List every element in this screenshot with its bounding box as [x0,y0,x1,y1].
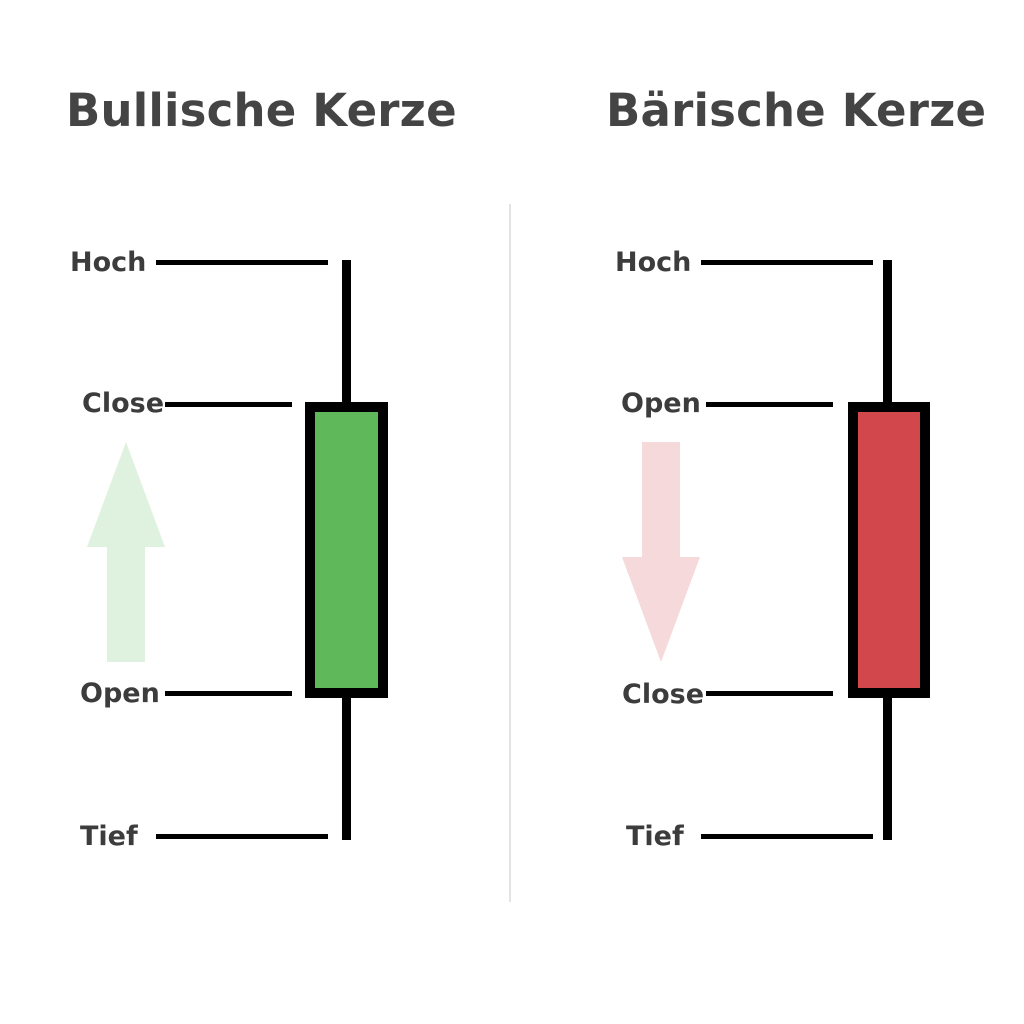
open-line [165,691,292,696]
bullish-candle-body [305,402,388,698]
low-label: Tief [626,821,684,852]
bearish-candle-body [848,402,930,698]
down-arrow-icon [622,442,700,662]
bullish-candle-panel: Hoch Close Open Tief [70,247,388,852]
high-label: Hoch [70,247,147,278]
open-line [706,402,833,407]
close-label: Close [622,679,705,710]
open-label: Open [80,678,160,709]
low-label: Tief [80,821,138,852]
open-label: Open [621,388,701,419]
bullish-candle-title: Bullische Kerze [66,84,457,137]
close-label: Close [82,388,165,419]
high-line [156,260,328,265]
high-line [701,260,873,265]
up-arrow-icon [87,442,165,662]
bearish-candle-panel: Hoch Open Close Tief [512,0,1024,1024]
close-line [165,402,292,407]
close-line [706,691,833,696]
bearish-candle-title: Bärische Kerze [606,84,987,137]
high-label: Hoch [615,247,692,278]
low-line [701,834,873,839]
low-line [156,834,328,839]
center-divider [509,204,511,902]
